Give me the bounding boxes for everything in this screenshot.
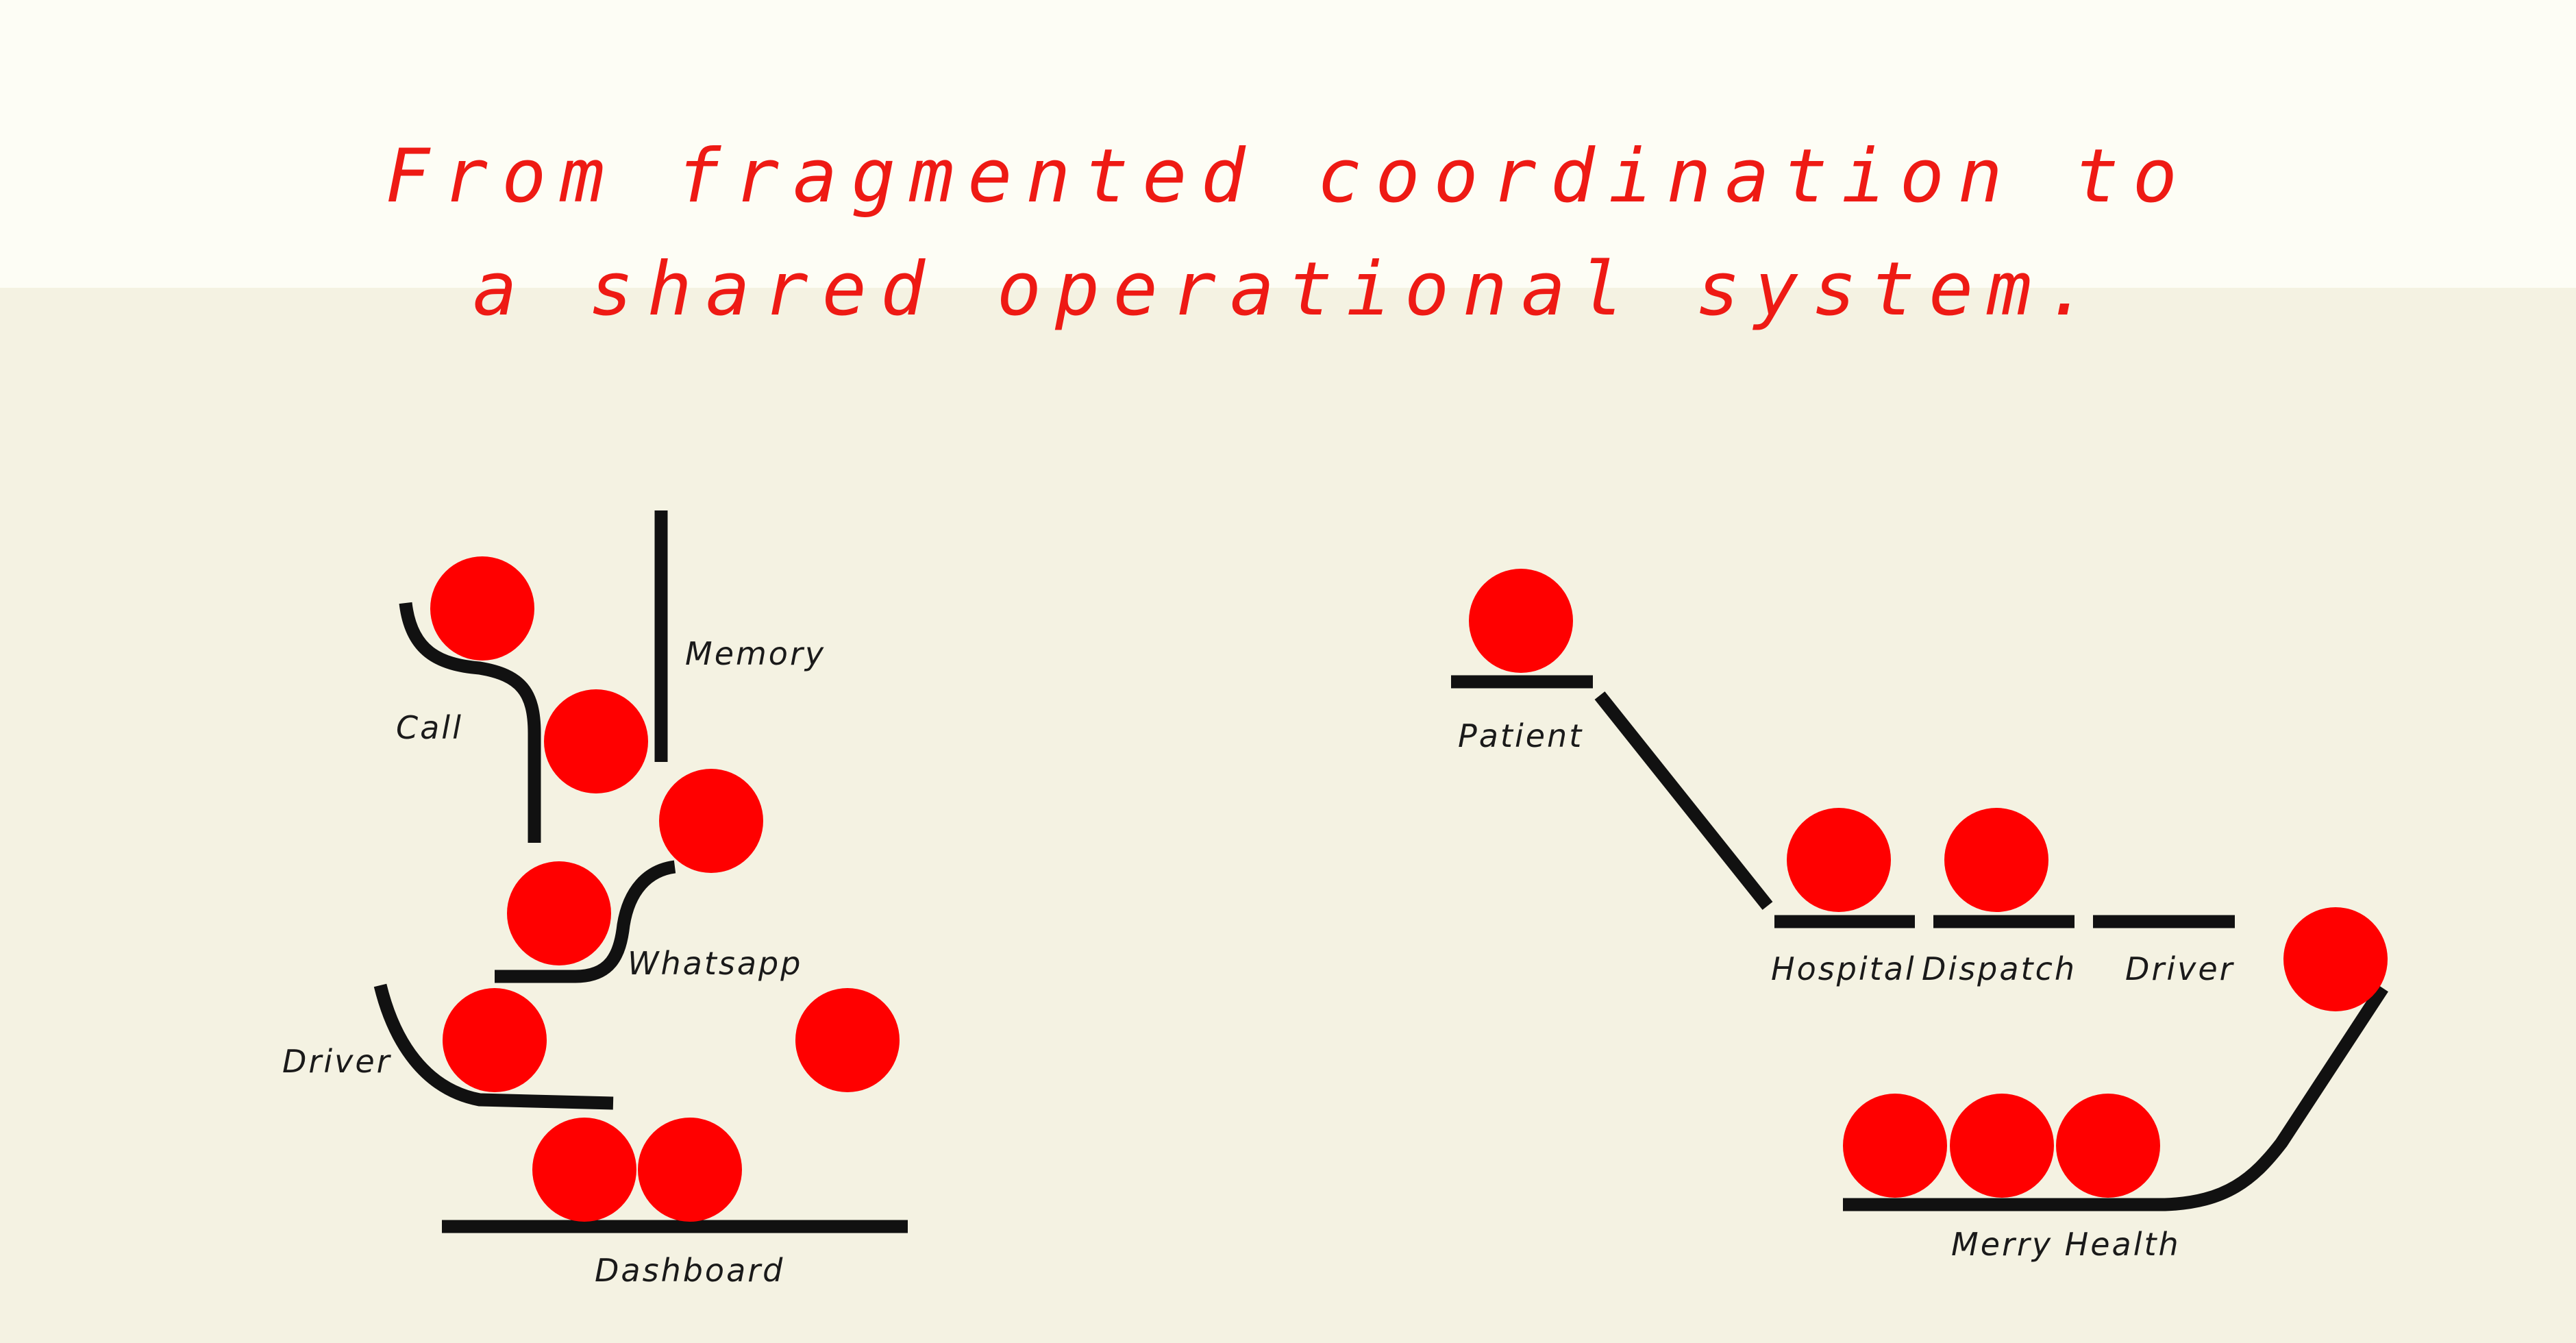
ball-dashboard-1 — [532, 1118, 636, 1222]
fragmented-system: Call Memory Whatsapp Driver Dashboard — [282, 510, 908, 1289]
track-whatsapp — [495, 860, 676, 983]
label-dashboard: Dashboard — [595, 1252, 784, 1289]
label-merry-health: Merry Health — [1951, 1226, 2181, 1263]
ball-hospital — [1787, 808, 1891, 912]
ball-merry-health-1 — [1843, 1094, 1947, 1198]
track-driver — [373, 983, 614, 1110]
ball-floating-1 — [659, 769, 763, 873]
ball-call — [430, 556, 534, 661]
label-patient: Patient — [1458, 717, 1583, 754]
ball-dispatch — [1944, 808, 2048, 912]
ball-merry-health-2 — [1950, 1094, 2054, 1198]
header-band — [0, 0, 2576, 288]
headline: From fragmented coordination to a shared… — [0, 120, 2576, 346]
label-dispatch: Dispatch — [1922, 950, 2077, 987]
ball-whatsapp — [507, 861, 611, 965]
label-call: Call — [396, 709, 463, 746]
ball-patient — [1469, 569, 1573, 673]
label-driver-right: Driver — [2125, 950, 2235, 987]
ball-dashboard-2 — [638, 1118, 742, 1222]
track-merry-health — [1843, 984, 2388, 1211]
label-driver: Driver — [282, 1043, 392, 1080]
ball-driver — [443, 988, 547, 1092]
label-whatsapp: Whatsapp — [628, 945, 802, 982]
headline-line-1: From fragmented coordination to — [385, 134, 2191, 219]
label-hospital: Hospital — [1771, 950, 1916, 987]
shared-system: Patient Hospital Dispatch Driver Merry H… — [1451, 569, 2388, 1263]
track-call — [399, 602, 541, 843]
headline-line-2: a shared operational system. — [472, 247, 2104, 332]
track-ramp — [1594, 691, 1773, 910]
label-memory: Memory — [685, 635, 826, 672]
ball-incoming — [2283, 907, 2388, 1011]
ball-floating-2 — [795, 988, 900, 1092]
ball-memory — [544, 689, 648, 793]
ball-merry-health-3 — [2056, 1094, 2160, 1198]
